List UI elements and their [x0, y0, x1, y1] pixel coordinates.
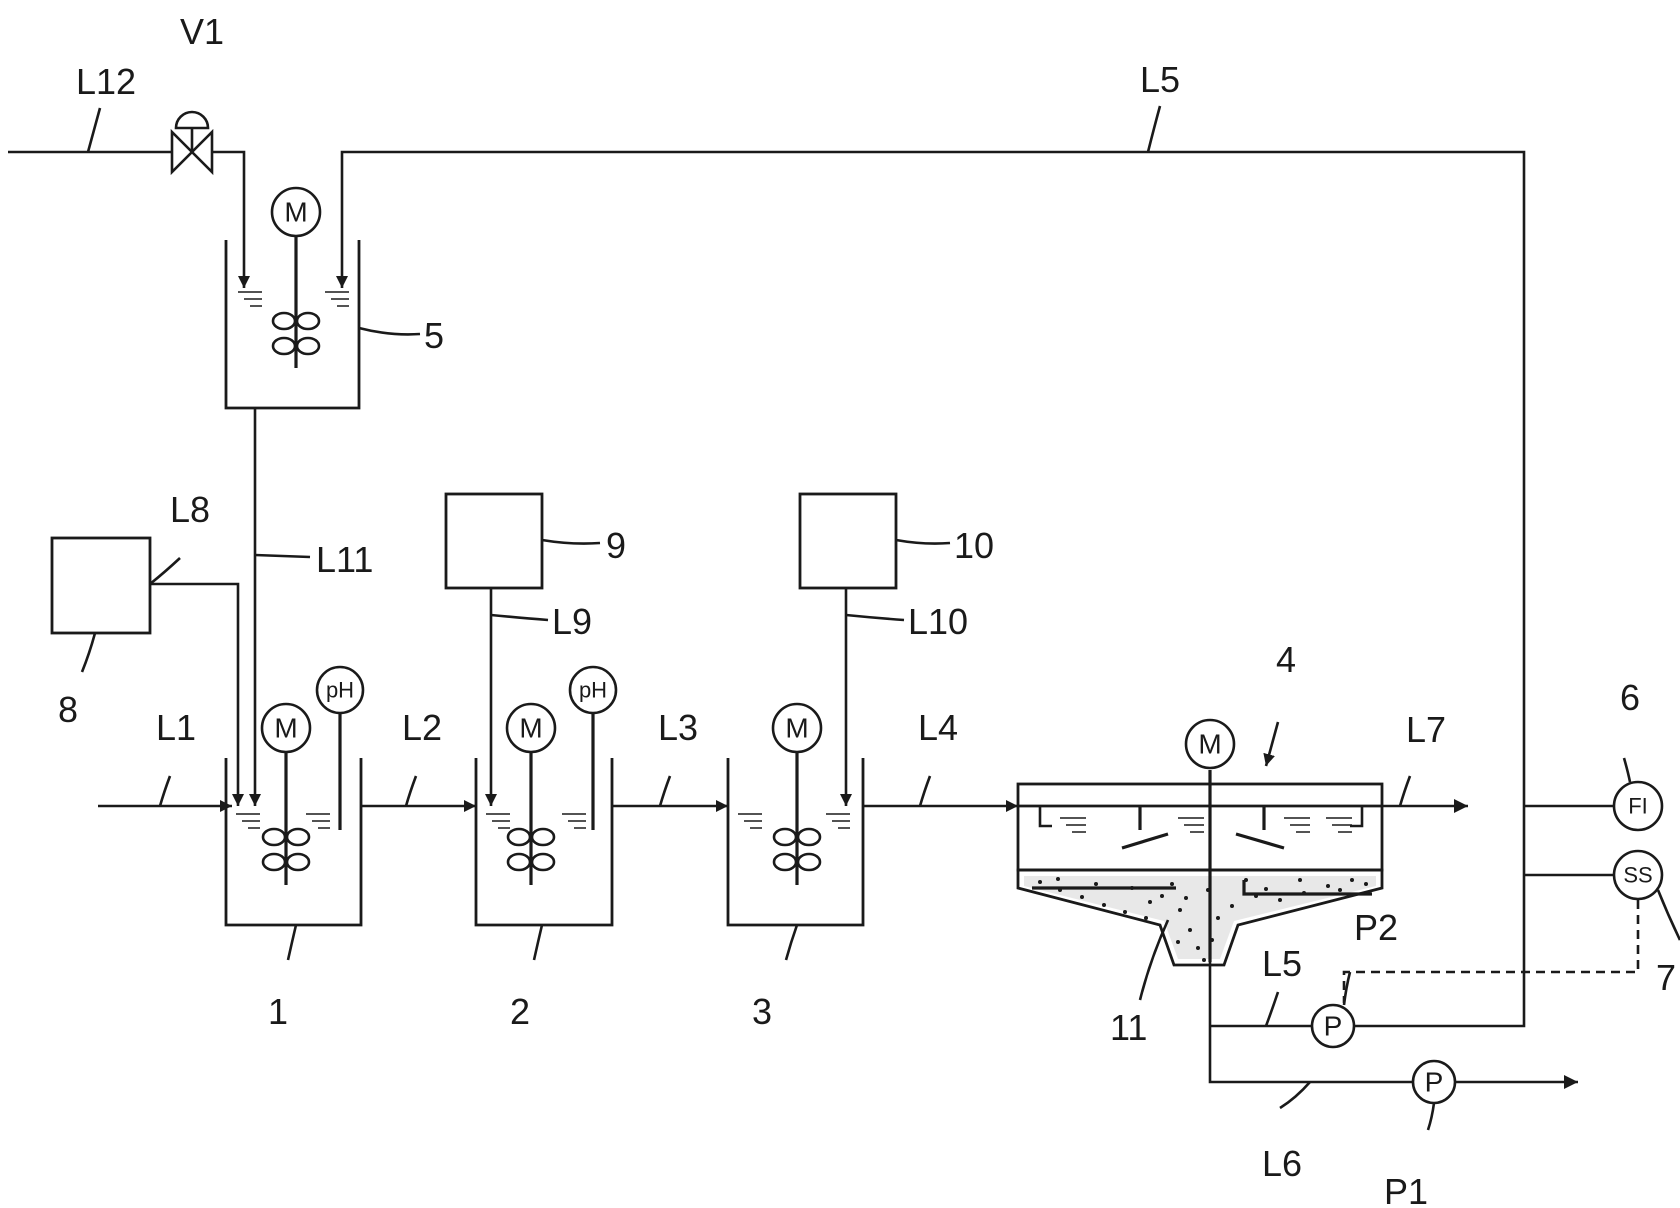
- tank-2: [474, 713, 614, 927]
- label-7: 7: [1656, 957, 1676, 998]
- label-L12: L12: [76, 61, 136, 102]
- label-L6: L6: [1262, 1143, 1302, 1184]
- motor-icon: M: [505, 702, 557, 754]
- svg-text:pH: pH: [579, 678, 607, 703]
- tank-3: [726, 752, 865, 927]
- clarifier-4: [1016, 770, 1384, 967]
- label-L3: L3: [658, 707, 698, 748]
- box-8: [50, 536, 152, 635]
- label-5: 5: [424, 315, 444, 356]
- label-L8: L8: [170, 489, 210, 530]
- motor-icon: M: [270, 186, 322, 238]
- label-11: 11: [1110, 1007, 1147, 1048]
- pump-P2-icon: P: [1310, 1003, 1356, 1049]
- label-L9: L9: [552, 601, 592, 642]
- ph-sensor-icon: pH: [568, 665, 618, 715]
- label-V1: V1: [180, 11, 224, 52]
- label-L4: L4: [918, 707, 958, 748]
- svg-text:M: M: [519, 713, 542, 744]
- label-P1: P1: [1384, 1171, 1428, 1208]
- label-P2: P2: [1354, 907, 1398, 948]
- label-L5-bottom: L5: [1262, 943, 1302, 984]
- label-L1: L1: [156, 707, 196, 748]
- label-L2: L2: [402, 707, 442, 748]
- svg-text:M: M: [274, 713, 297, 744]
- svg-text:pH: pH: [326, 678, 354, 703]
- motor-icon: M: [260, 702, 312, 754]
- control-signal-line: [1342, 900, 1640, 1003]
- label-L7: L7: [1406, 709, 1446, 750]
- ss-meter-icon: SS: [1612, 849, 1664, 901]
- label-8: 8: [58, 689, 78, 730]
- box-10: [798, 492, 898, 590]
- svg-text:FI: FI: [1628, 794, 1648, 819]
- motor-icon: M: [1184, 718, 1236, 770]
- tank-5: [224, 236, 361, 410]
- svg-text:SS: SS: [1623, 863, 1652, 888]
- label-10: 10: [954, 525, 994, 566]
- flow-meter-FI-icon: FI: [1612, 780, 1664, 832]
- box-9: [444, 492, 544, 590]
- svg-text:M: M: [785, 713, 808, 744]
- line-L6: [1208, 1026, 1578, 1089]
- line-L12: [8, 150, 250, 288]
- sludge-layer: [1024, 876, 1376, 959]
- svg-text:M: M: [1198, 729, 1221, 760]
- label-L10: L10: [908, 601, 968, 642]
- label-3: 3: [752, 991, 772, 1032]
- label-9: 9: [606, 525, 626, 566]
- motor-icon: M: [771, 702, 823, 754]
- clarifier-pointer-arrow: [1263, 721, 1280, 767]
- svg-text:P: P: [1425, 1067, 1444, 1098]
- tank-1: [224, 713, 363, 927]
- valve-V1-icon: [170, 110, 214, 176]
- leader-lines: [80, 105, 1680, 1131]
- ph-sensor-icon: pH: [315, 665, 365, 715]
- label-6: 6: [1620, 677, 1640, 718]
- line-L8: [150, 582, 244, 806]
- label-2: 2: [510, 991, 530, 1032]
- pump-P1-icon: P: [1411, 1059, 1457, 1105]
- svg-text:P: P: [1324, 1011, 1343, 1042]
- label-1: 1: [268, 991, 288, 1032]
- label-L11: L11: [316, 539, 373, 580]
- label-L5-top: L5: [1140, 59, 1180, 100]
- svg-text:M: M: [284, 197, 307, 228]
- label-4: 4: [1276, 639, 1296, 680]
